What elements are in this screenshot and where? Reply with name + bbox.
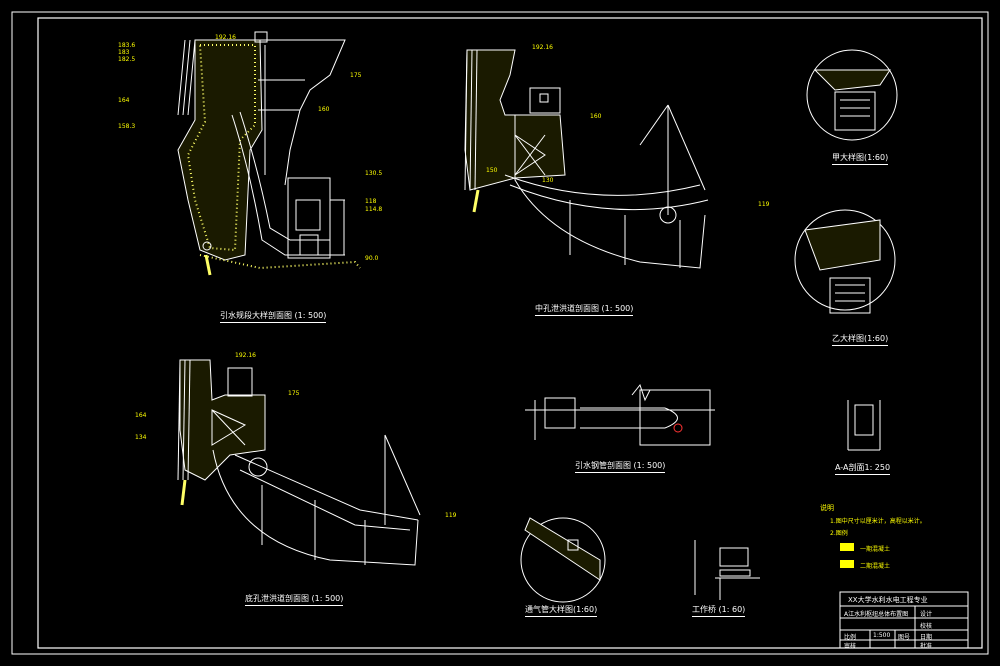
elev-118-intake: 118 — [365, 198, 377, 205]
title-block-r3: 比例 — [844, 634, 857, 641]
caption-bottom-tunnel: 底孔泄洪道剖面图 (1: 500) — [245, 593, 344, 606]
elev-160-intake: 160 — [318, 106, 330, 113]
elev-side-4: 164 — [118, 97, 130, 104]
elev-top-intake: 192.16 — [215, 34, 236, 41]
vent-detail-drawing — [520, 517, 606, 603]
elev-130-intake: 130.5 — [365, 170, 383, 177]
title-block-school: XX大学水利水电工程专业 — [848, 596, 928, 604]
title-block-drawing-name: A江水利枢纽总体布置图 — [844, 611, 909, 618]
work-bridge-drawing — [694, 540, 760, 600]
elev-90-intake: 90.0 — [365, 255, 379, 262]
elev-side-5: 158.3 — [118, 123, 136, 130]
caption-middle-tunnel: 中孔泄洪道剖面图 (1: 500) — [535, 303, 634, 316]
title-block-r6: 日期 — [920, 634, 933, 641]
legend-label-2: 二期混凝土 — [860, 563, 891, 570]
title-block-frame — [839, 591, 969, 649]
inner-frame — [37, 17, 983, 649]
bottom-tunnel-drawing — [177, 359, 421, 566]
elev-164-bottom: 164 — [135, 412, 147, 419]
elev-top-mid: 192.16 — [532, 44, 553, 51]
middle-tunnel-drawing — [464, 49, 709, 269]
elev-175-intake: 175 — [350, 72, 362, 79]
pipe-section-drawing — [525, 383, 715, 446]
intake-section-drawing — [177, 31, 361, 276]
caption-section-aa: A-A剖面1: 250 — [835, 462, 891, 475]
caption-pipe-section: 引水钢管剖面图 (1: 500) — [575, 460, 666, 473]
legend-label-1: 一期混凝土 — [860, 546, 891, 553]
notes-title: 说明 — [820, 504, 834, 512]
elev-114-intake: 114.8 — [365, 206, 383, 213]
section-aa-drawing — [847, 400, 881, 451]
title-block-r7: 审核 — [844, 643, 857, 650]
elev-150-mid: 150 — [486, 167, 498, 174]
detail-b-drawing — [794, 209, 896, 314]
elev-134-bottom: 134 — [135, 434, 147, 441]
elev-119-mid: 119 — [758, 201, 770, 208]
caption-intake-section: 引水规段大样剖面图 (1: 500) — [220, 310, 327, 323]
elev-top-bottom: 192.16 — [235, 352, 256, 359]
elev-side-2: 183 — [118, 49, 130, 56]
caption-vent-detail: 通气管大样图(1:60) — [525, 604, 598, 617]
elev-175-bottom: 175 — [288, 390, 300, 397]
elev-160-mid: 160 — [590, 113, 602, 120]
notes-legend — [840, 543, 854, 568]
detail-a-drawing — [806, 49, 898, 141]
notes-line-2: 2.图例 — [830, 530, 848, 537]
title-block-r4: 1:500 — [873, 632, 891, 639]
elev-119-bottom: 119 — [445, 512, 457, 519]
title-block-r2: 校核 — [920, 623, 933, 630]
elev-side-1: 183.6 — [118, 42, 136, 49]
elev-130-mid: 130 — [542, 177, 554, 184]
notes-line-1: 1.图中尺寸以厘米计，高程以米计。 — [830, 518, 926, 525]
caption-detail-a: 甲大样图(1:60) — [832, 152, 889, 165]
title-block-r5: 图号 — [898, 634, 911, 641]
caption-work-bridge: 工作桥 (1: 60) — [692, 604, 746, 617]
elev-side-3: 182.5 — [118, 56, 136, 63]
title-block-r8: 批准 — [920, 643, 933, 650]
title-block-r1: 设计 — [920, 611, 933, 618]
outer-frame — [11, 11, 989, 655]
caption-detail-b: 乙大样图(1:60) — [832, 333, 889, 346]
